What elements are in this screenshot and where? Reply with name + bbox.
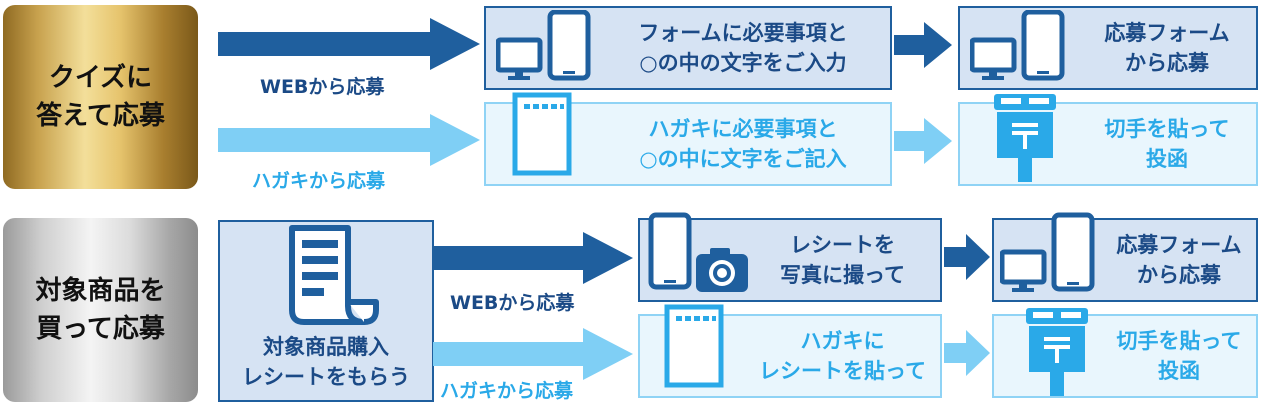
mailbox-icon	[994, 94, 1056, 182]
quiz-badge-text: クイズに 答えて応募	[36, 63, 165, 131]
monitor-icon	[496, 37, 543, 80]
quiz-badge: クイズに 答えて応募	[3, 5, 198, 189]
quiz-postcard-step2-text: 切手を貼って 投函	[1104, 117, 1230, 171]
monitor-icon	[1000, 249, 1047, 292]
monitor-smartphone-icon	[1000, 212, 1095, 292]
quiz-web-step2-box: 応募フォーム から応募	[958, 6, 1258, 90]
product-postcard-step1-text: ハガキに レシートを貼って	[759, 329, 926, 383]
monitor-icon	[970, 37, 1017, 80]
product-badge-text: 対象商品を 買って応募	[35, 276, 166, 344]
product-badge: 対象商品を 買って応募	[3, 218, 198, 402]
quiz-postcard-step1-text: ハガキに必要事項と ○の中に文字をご記入	[639, 117, 847, 171]
quiz-postcard-mid-arrow	[894, 118, 952, 164]
product-postcard-arrow	[433, 328, 633, 380]
quiz-web-arrow	[218, 18, 480, 70]
monitor-smartphone-icon	[970, 10, 1065, 81]
camera-icon	[696, 248, 748, 292]
product-web-step1-text: レシートを 写真に撮って	[780, 233, 905, 287]
quiz-postcard-arrow	[218, 114, 480, 166]
product-postcard-step2-text: 切手を貼って 投函	[1116, 329, 1242, 383]
postcard-icon	[512, 92, 572, 176]
receipt-text: 対象商品購入 レシートをもらう	[242, 335, 410, 389]
smartphone-icon	[547, 10, 591, 81]
product-web-label: WEBから応募	[450, 292, 575, 314]
product-web-step2-text: 応募フォーム から応募	[1116, 233, 1242, 287]
quiz-web-step2-text: 応募フォーム から応募	[1104, 21, 1230, 75]
smartphone-icon	[1021, 10, 1065, 81]
quiz-postcard-label: ハガキから応募	[252, 170, 386, 192]
postcard-icon	[664, 304, 724, 388]
product-postcard-mid-arrow	[944, 330, 990, 376]
product-postcard-label: ハガキから応募	[440, 380, 574, 402]
smartphone-camera-icon	[648, 212, 748, 292]
monitor-smartphone-icon	[496, 10, 591, 81]
smartphone-icon	[648, 212, 692, 290]
mailbox-icon	[1026, 308, 1088, 396]
quiz-web-label: WEBから応募	[260, 76, 385, 98]
product-web-arrow	[433, 232, 633, 284]
quiz-web-mid-arrow	[894, 22, 952, 68]
quiz-web-step1-text: フォームに必要事項と ○の中の文字をご入力	[638, 21, 848, 75]
product-web-mid-arrow	[944, 234, 990, 280]
quiz-postcard-step2-box: 切手を貼って 投函	[958, 102, 1258, 186]
receipt-icon	[289, 225, 379, 325]
smartphone-icon	[1051, 212, 1095, 292]
